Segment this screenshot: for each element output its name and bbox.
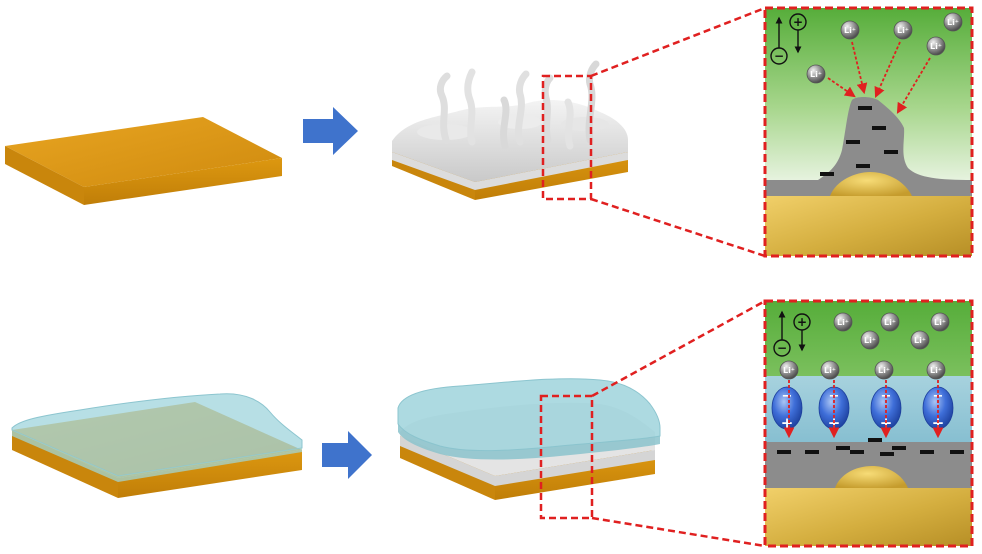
li-ion: Li⁺: [943, 12, 963, 32]
li-ion: Li⁺: [860, 330, 880, 350]
li-ion: Li⁺: [820, 360, 840, 380]
uniform-lithium-substrate: [397, 378, 661, 500]
li-ion: Li⁺: [930, 312, 950, 332]
zoom-frame-1: [763, 6, 974, 258]
ion-flux-arrows-2: [783, 380, 944, 439]
li-ion: Li⁺: [880, 312, 900, 332]
svg-text:Li⁺: Li⁺: [783, 366, 795, 375]
li-ion: Li⁺: [840, 20, 860, 40]
svg-text:Li⁺: Li⁺: [864, 336, 876, 345]
dendritic-lithium-substrate: [392, 60, 628, 200]
process-arrow: [322, 431, 372, 479]
li-ion: Li⁺: [910, 330, 930, 350]
surface-charges-1: [820, 106, 898, 176]
svg-text:Li⁺: Li⁺: [884, 318, 896, 327]
svg-text:Li⁺: Li⁺: [934, 318, 946, 327]
ions-row-2: Li⁺ Li⁺ Li⁺ Li⁺ Li⁺ Li⁺ Li⁺ Li⁺: [779, 312, 950, 380]
svg-text:Li⁺: Li⁺: [878, 366, 890, 375]
svg-text:Li⁺: Li⁺: [837, 318, 849, 327]
minus-symbol: −: [774, 49, 784, 63]
li-ion: Li⁺: [893, 20, 913, 40]
li-ion: Li⁺: [926, 36, 946, 56]
li-ion: Li⁺: [833, 312, 853, 332]
field-indicator-1: + −: [770, 13, 807, 65]
ion-flux-arrows-1: [827, 41, 931, 114]
svg-text:Li⁺: Li⁺: [810, 70, 822, 79]
zoom-connector-1: [541, 6, 766, 258]
svg-text:+: +: [781, 414, 794, 432]
svg-text:Li⁺: Li⁺: [930, 42, 942, 51]
svg-text:−: −: [782, 389, 793, 404]
zoom-frame-2: [763, 299, 974, 548]
zoom-connector-2: [539, 299, 766, 548]
li-ion: Li⁺: [806, 64, 826, 84]
svg-text:Li⁺: Li⁺: [897, 26, 909, 35]
svg-text:Li⁺: Li⁺: [824, 366, 836, 375]
li-ion: Li⁺: [779, 360, 799, 380]
svg-text:Li⁺: Li⁺: [930, 366, 942, 375]
surface-charges-2: [777, 438, 964, 456]
plus-symbol: +: [793, 15, 803, 29]
plus-symbol: +: [797, 315, 807, 329]
ions-row-1: Li⁺ Li⁺ Li⁺ Li⁺ Li⁺: [806, 12, 963, 84]
li-ion: Li⁺: [874, 360, 894, 380]
field-indicator-2: + −: [773, 310, 811, 357]
svg-text:Li⁺: Li⁺: [844, 26, 856, 35]
minus-symbol: −: [777, 341, 787, 355]
bare-substrate: [5, 117, 282, 205]
coated-substrate: [11, 393, 303, 498]
svg-text:Li⁺: Li⁺: [914, 336, 926, 345]
process-arrow: [303, 107, 358, 155]
svg-text:Li⁺: Li⁺: [947, 18, 959, 27]
li-ion: Li⁺: [926, 360, 946, 380]
